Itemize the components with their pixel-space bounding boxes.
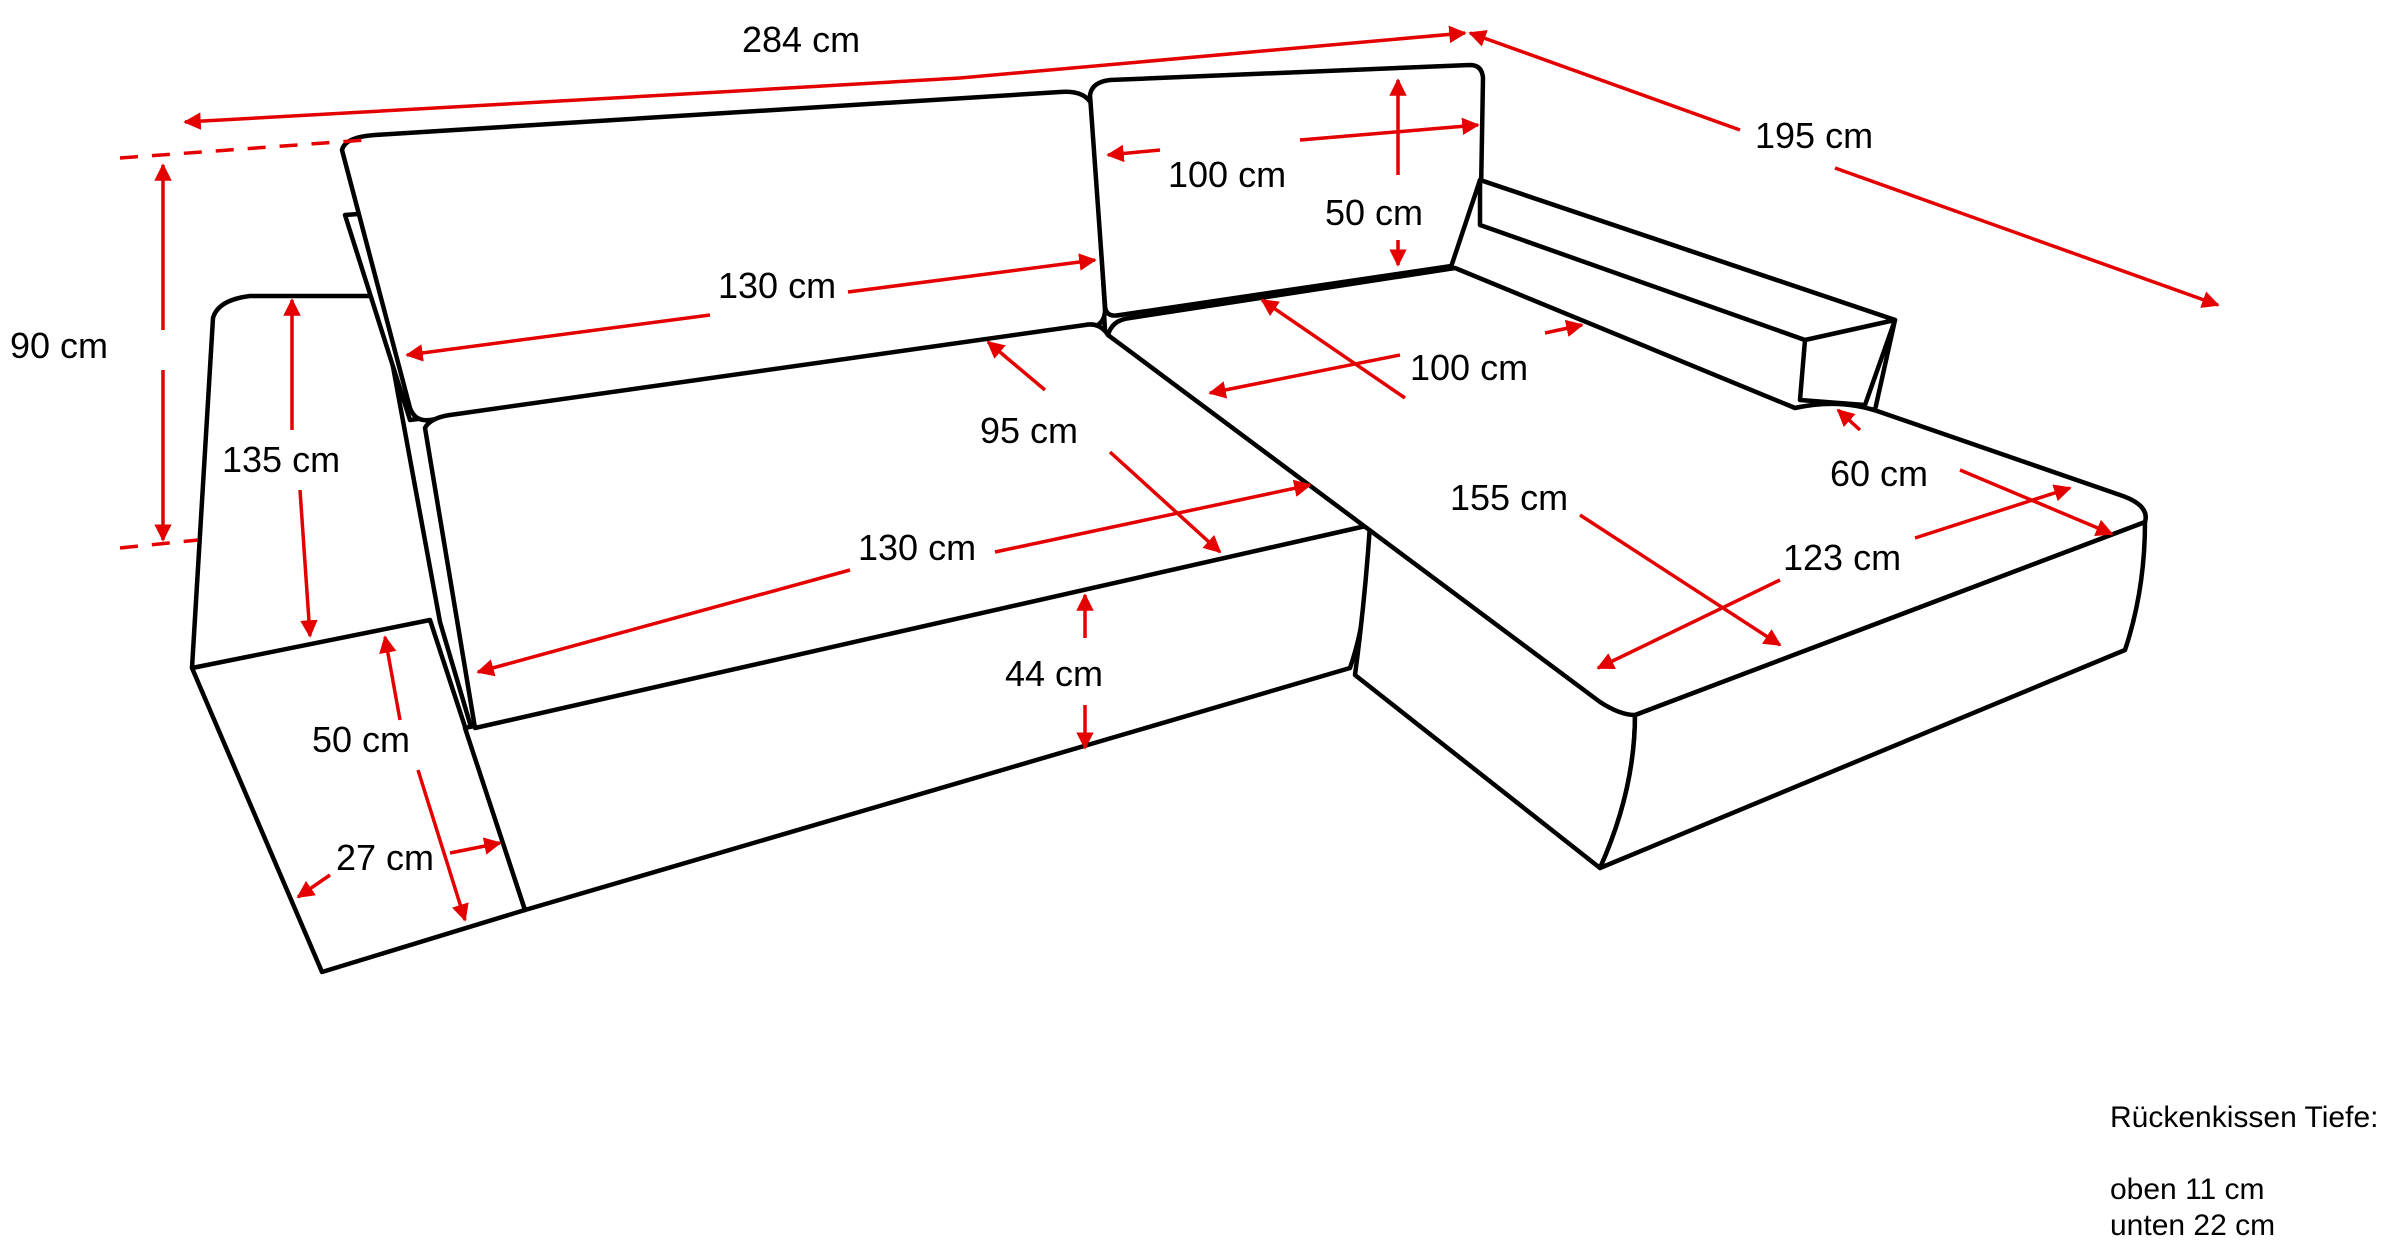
label-chaise-armrest: 60 cm <box>1830 453 1928 494</box>
label-armrest-depth: 50 cm <box>312 719 410 760</box>
dim-90-dash-bottom <box>119 538 199 550</box>
dim-60-left <box>1836 408 1862 432</box>
dim-284-arrow-right <box>959 25 1467 80</box>
dim-155-up <box>1260 298 1406 400</box>
label-chaise-back: 100 cm <box>1410 347 1528 388</box>
label-back-cushion-right: 100 cm <box>1168 154 1286 195</box>
label-back-cushion-height: 50 cm <box>1325 192 1423 233</box>
dim-284-line <box>719 76 961 94</box>
label-total-width: 284 cm <box>742 19 860 60</box>
dim-100-chaise-right <box>1544 319 1584 337</box>
dim-100-chaise-left <box>1208 353 1401 399</box>
dim-50-up <box>379 635 402 721</box>
label-back-cushion-left: 130 cm <box>718 265 836 306</box>
label-seat-height: 44 cm <box>1005 653 1103 694</box>
label-seat-depth: 95 cm <box>980 410 1078 451</box>
dim-130-seat-right <box>994 479 1312 554</box>
note-top-depth: oben 11 cm <box>2110 1173 2265 1206</box>
chaise-seat-cushion <box>1105 265 2148 718</box>
dim-130-back-left <box>405 313 711 362</box>
dim-195-arrow-start <box>1468 30 1741 132</box>
dimension-lines <box>119 25 2220 922</box>
dim-130-seat-left <box>476 568 851 677</box>
label-chaise-length: 155 cm <box>1450 477 1568 518</box>
dim-27-right <box>449 837 502 855</box>
dim-60-right <box>1959 468 2114 536</box>
dim-100-cushion-left <box>1106 144 1161 163</box>
note-title: Rückenkissen Tiefe: <box>2110 1101 2379 1134</box>
label-back-height: 90 cm <box>10 325 108 366</box>
dim-95-down <box>1108 450 1222 554</box>
label-chaise-width: 123 cm <box>1783 537 1901 578</box>
dim-123-right <box>1914 484 2072 540</box>
sofa-outline <box>189 62 2148 975</box>
dim-284-arrow <box>183 90 721 130</box>
dim-95-up <box>986 340 1047 392</box>
back-cushion-depth-note: Rückenkissen Tiefe: oben 11 cm unten 22 … <box>2110 1100 2378 1244</box>
dim-27-left <box>296 873 331 899</box>
dim-155-down <box>1579 513 1782 647</box>
label-armrest-width: 27 cm <box>336 837 434 878</box>
dim-123-left <box>1596 578 1781 670</box>
dim-50-down <box>416 769 469 922</box>
chaise-armrest-end <box>1802 317 1898 343</box>
dim-195-arrow-end <box>1834 166 2220 308</box>
dim-130-back-right <box>847 253 1097 294</box>
label-armrest-height: 135 cm <box>222 439 340 480</box>
label-total-depth: 195 cm <box>1755 115 1873 156</box>
note-bottom-depth: unten 22 cm <box>2110 1209 2276 1242</box>
dim-90-dash-top <box>119 138 366 160</box>
chaise-base-front <box>1597 519 2148 871</box>
dim-100-cushion-right <box>1299 117 1480 142</box>
dim-135-down <box>298 489 318 638</box>
label-seat-left: 130 cm <box>858 527 976 568</box>
dimension-labels: 284 cm 195 cm 90 cm 135 cm 50 cm 27 cm 1… <box>10 19 1928 878</box>
